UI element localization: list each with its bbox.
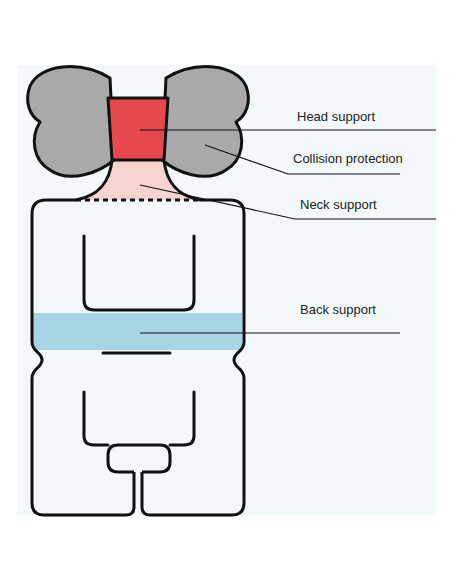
seat-outline	[32, 200, 244, 515]
part-label: Head support	[297, 109, 375, 125]
part-label: Neck support	[300, 197, 377, 213]
left-wing	[28, 67, 114, 177]
crotch-tab	[108, 445, 170, 472]
lower-slot	[84, 392, 194, 445]
neck-boundary	[76, 199, 200, 202]
leader-line	[140, 332, 400, 333]
part-label: Collision protection	[293, 151, 403, 167]
upper-slot	[84, 236, 194, 310]
right-wing	[162, 67, 248, 177]
back-support-band	[33, 313, 242, 350]
leader-line	[140, 129, 436, 130]
part-label: Back support	[300, 302, 376, 318]
head-support-region	[108, 98, 168, 160]
leader-line	[140, 185, 436, 219]
background-panel	[17, 65, 437, 515]
waist-line	[103, 352, 170, 355]
